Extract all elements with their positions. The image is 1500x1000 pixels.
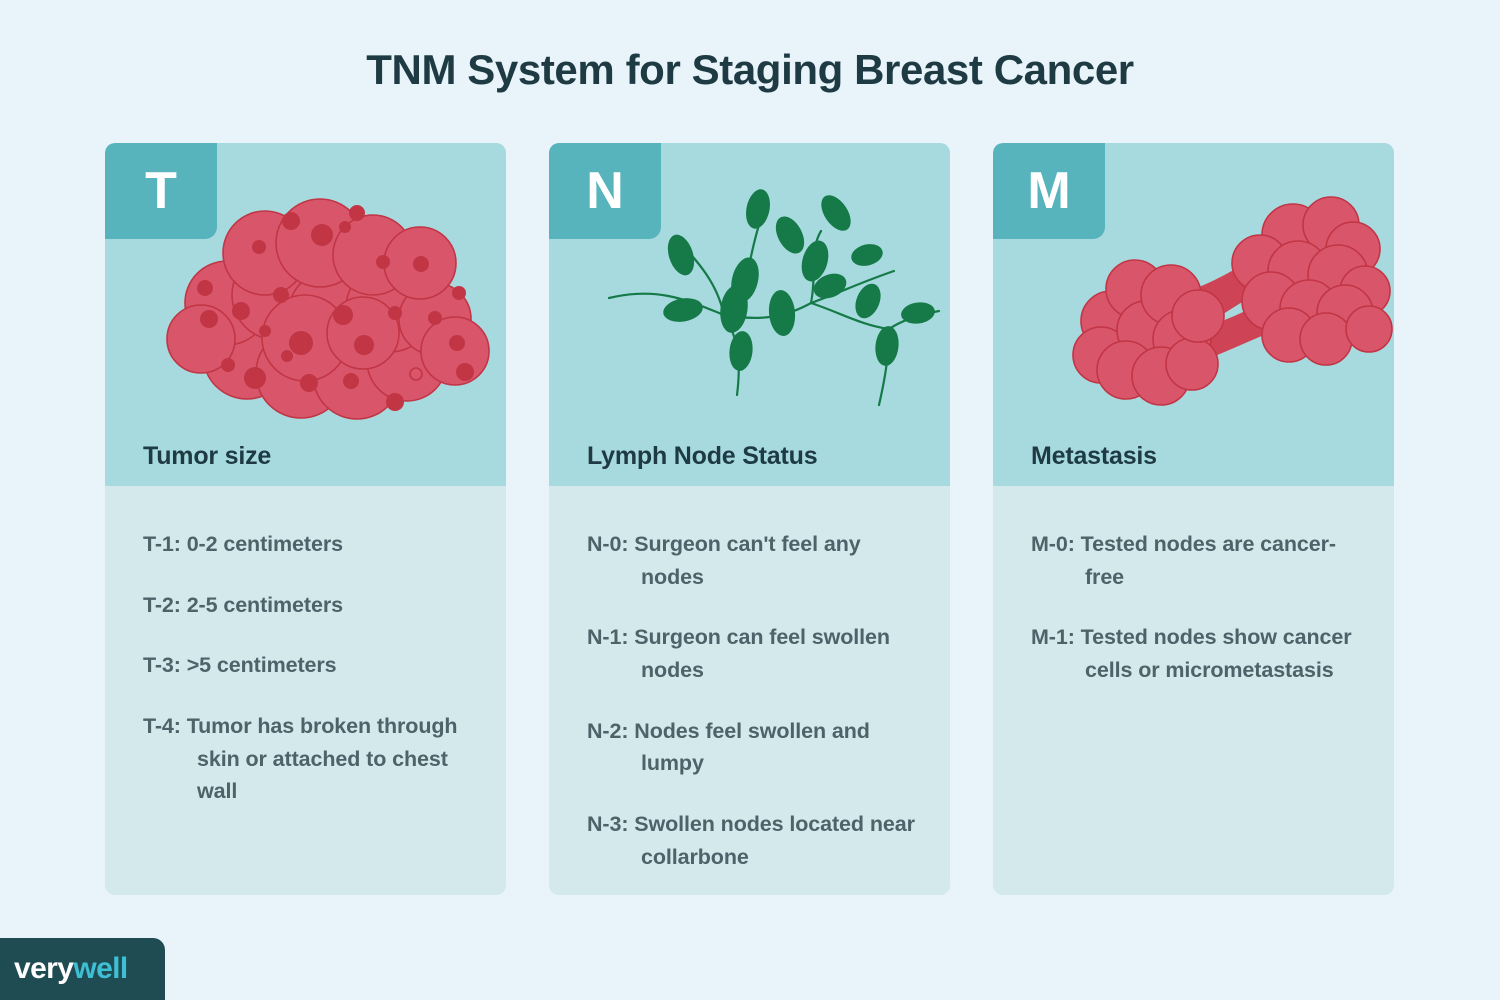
card-heading-tumor-size: Tumor size (105, 442, 506, 486)
list-item: T-4: Tumor has broken through skin or at… (143, 714, 458, 804)
list-item: N-0: Surgeon can't feel any nodes (587, 532, 861, 589)
card-tumor-size: T Tumor size T-1: 0-2 centimeters T-2: 2… (105, 143, 506, 895)
cards-container: T Tumor size T-1: 0-2 centimeters T-2: 2… (105, 143, 1395, 895)
lymph-node-network-icon (607, 189, 941, 407)
metastasis-spreading-tumor-icon (1072, 196, 1393, 406)
card-illustration-area-t: T (105, 143, 506, 442)
list-item: N-2: Nodes feel swollen and lumpy (587, 718, 870, 776)
card-illustration-area-n: N (549, 143, 950, 442)
card-heading-metastasis: Metastasis (993, 442, 1394, 486)
logo-text: verywell (14, 954, 128, 984)
list-item: T-3: >5 centimeters (143, 653, 337, 678)
card-body-tumor-size: T-1: 0-2 centimeters T-2: 2-5 centimeter… (105, 486, 506, 895)
card-illustration-area-m: M (993, 143, 1394, 442)
card-body-metastasis: M-0: Tested nodes are cancer-free M-1: T… (993, 486, 1394, 895)
card-heading-lymph-node-status: Lymph Node Status (549, 442, 950, 486)
badge-letter-t: T (105, 143, 217, 239)
list-item: M-0: Tested nodes are cancer-free (1031, 532, 1336, 589)
list-item: M-1: Tested nodes show cancer cells or m… (1031, 625, 1352, 683)
list-item: T-1: 0-2 centimeters (143, 532, 343, 556)
list-item: N-3: Swollen nodes located near collarbo… (587, 812, 915, 869)
verywell-logo: verywell (0, 938, 165, 1000)
list-item: N-1: Surgeon can feel swollen nodes (587, 625, 890, 683)
card-lymph-node-status: N Lymph Node Status N-0: Surgeon can't f… (549, 143, 950, 895)
tumor-cell-cluster-icon (166, 198, 490, 420)
logo-text-very: very (14, 952, 74, 985)
page-title: TNM System for Staging Breast Cancer (366, 46, 1134, 93)
badge-letter-m: M (993, 143, 1105, 239)
list-item: T-2: 2-5 centimeters (143, 592, 343, 617)
card-metastasis: M Metastasis M-0: Tested nodes are cance… (993, 143, 1394, 895)
badge-letter-n: N (549, 143, 661, 239)
logo-text-well: well (73, 952, 128, 985)
card-body-lymph-node-status: N-0: Surgeon can't feel any nodes N-1: S… (549, 486, 950, 895)
